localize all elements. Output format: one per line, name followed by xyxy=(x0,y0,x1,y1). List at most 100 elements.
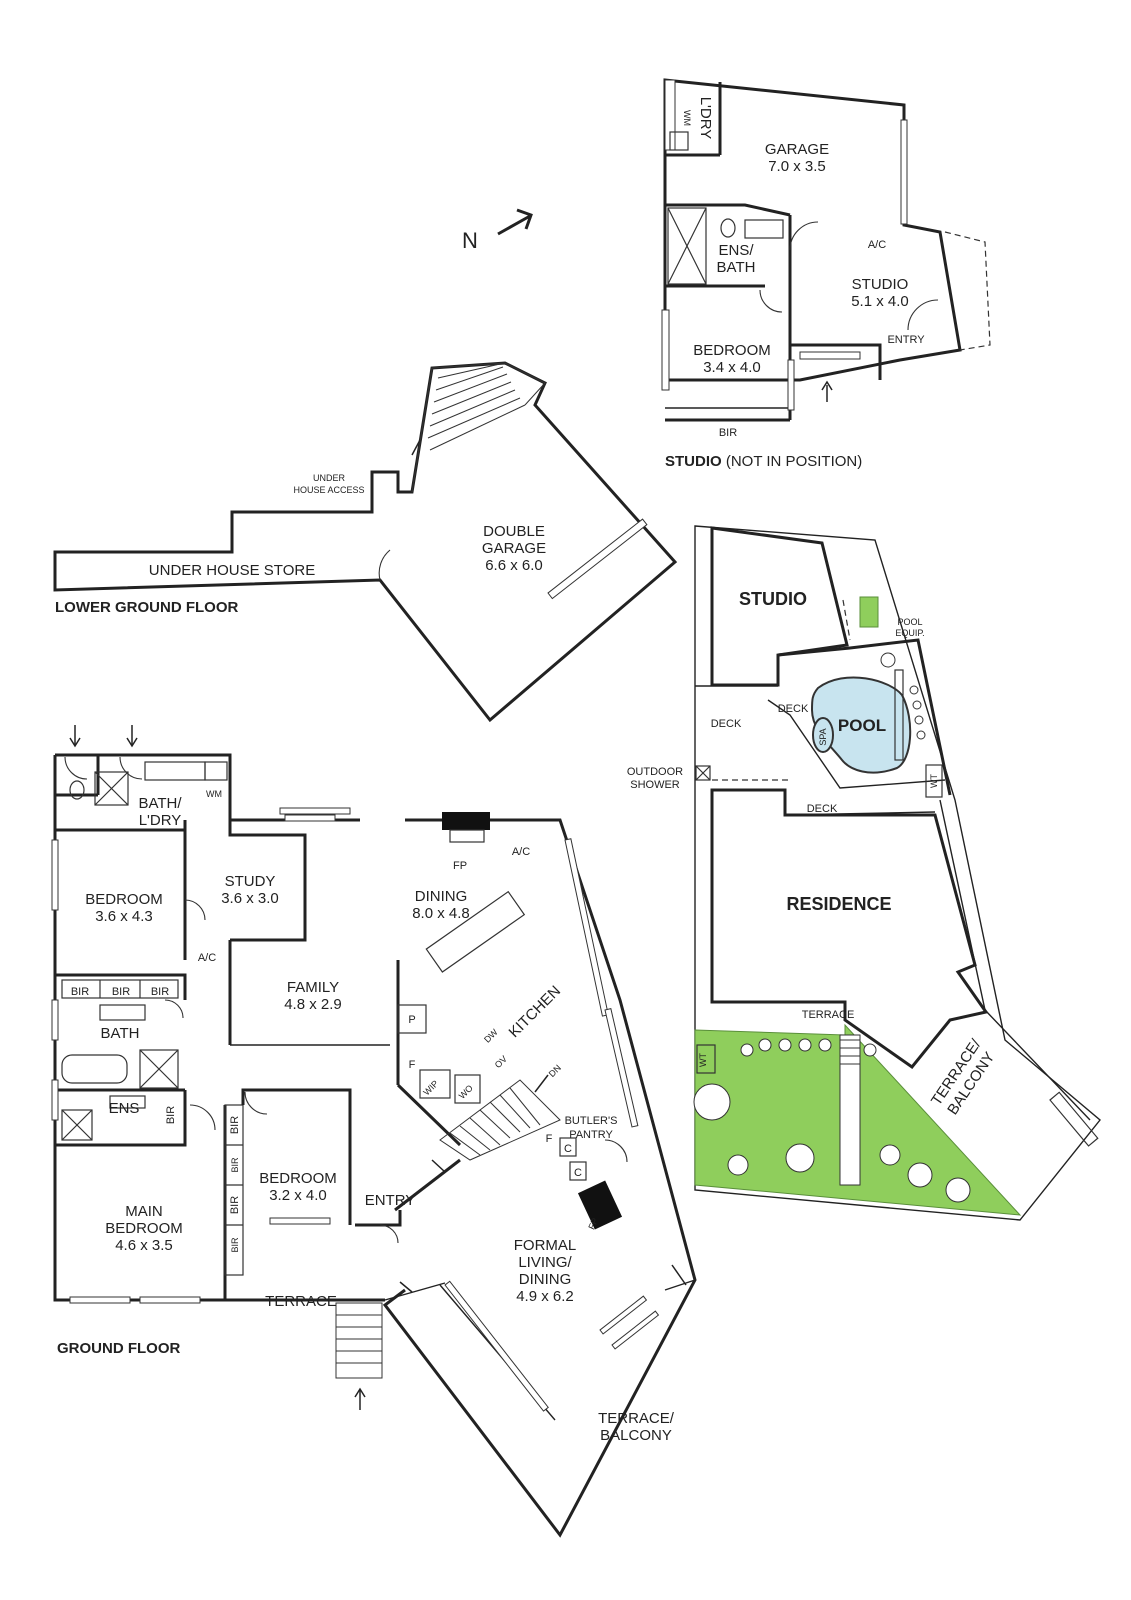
ac2-label: A/C xyxy=(512,846,530,858)
ac1-label: A/C xyxy=(198,952,216,964)
bp-c1-label: C xyxy=(564,1143,572,1155)
studio-ens-line1: ENS/ xyxy=(718,242,754,259)
terrace-balcony-line2: BALCONY xyxy=(600,1427,672,1444)
bp-f-label: F xyxy=(546,1133,553,1145)
studio-garage-name: GARAGE xyxy=(765,141,829,158)
main-bedroom-line2: BEDROOM xyxy=(105,1220,183,1237)
studio-plan: GARAGE 7.0 x 3.5 L'DRY WM ENS/ BATH A/C … xyxy=(661,78,991,470)
ground-floor-title: GROUND FLOOR xyxy=(57,1340,180,1357)
family-name: FAMILY xyxy=(287,979,339,996)
double-garage-line2: GARAGE xyxy=(482,540,546,557)
north-label: N xyxy=(462,228,478,253)
site-terrace-label: TERRACE xyxy=(802,1009,855,1021)
under-house-store-label: UNDER HOUSE STORE xyxy=(149,562,315,579)
bedroom2-dims: 3.2 x 4.0 xyxy=(269,1187,327,1204)
double-garage-line1: DOUBLE xyxy=(483,523,545,540)
bir3-label: BIR xyxy=(151,986,169,998)
bp-c2-label: C xyxy=(574,1167,582,1179)
residence-label: RESIDENCE xyxy=(786,894,891,914)
bedroom1-name: BEDROOM xyxy=(85,891,163,908)
studio-bedroom-name: BEDROOM xyxy=(693,342,771,359)
ens-label: ENS xyxy=(109,1100,140,1117)
terrace-steps xyxy=(335,1302,383,1379)
pool-equip-line1: POOL xyxy=(897,617,922,627)
lower-ground-plan: UNDER HOUSE ACCESS UNDER HOUSE STORE DOU… xyxy=(53,361,678,723)
studio-bir-label: BIR xyxy=(719,427,737,439)
ens-bir-label: BIR xyxy=(165,1106,177,1124)
bedroom2-name: BEDROOM xyxy=(259,1170,337,1187)
studio-ldry-label: L'DRY xyxy=(697,97,714,140)
north-compass: N xyxy=(462,208,533,253)
lower-stair xyxy=(411,362,546,493)
terrace-label: TERRACE xyxy=(265,1293,337,1310)
site-plan: STUDIO POOL EQUIP. DECK DECK DECK POOL S… xyxy=(627,525,1101,1221)
fp-label: FP xyxy=(453,860,467,872)
spa-label: SPA xyxy=(818,728,828,745)
deck-label-1: DECK xyxy=(778,703,809,715)
study-name: STUDY xyxy=(225,873,276,890)
ground-wm-label: WM xyxy=(206,789,222,799)
main-bedroom-line1: MAIN xyxy=(125,1203,163,1220)
dining-dims: 8.0 x 4.8 xyxy=(412,905,470,922)
studio-garage-dims: 7.0 x 3.5 xyxy=(768,158,826,175)
studio-ac-label: A/C xyxy=(868,239,886,251)
dn-label: DN xyxy=(547,1063,563,1079)
studio-plan-title-bold: STUDIO xyxy=(665,453,722,470)
studio-wm-label: WM xyxy=(682,110,692,126)
butlers-pantry-line1: BUTLER'S xyxy=(565,1115,618,1127)
outdoor-shower-line1: OUTDOOR xyxy=(627,766,683,778)
pool-label: POOL xyxy=(838,716,886,735)
bath-ldry-line2: L'DRY xyxy=(139,812,182,829)
bir1-label: BIR xyxy=(71,986,89,998)
under-house-access-line1: UNDER xyxy=(313,473,346,483)
formal-line1: FORMAL xyxy=(514,1237,577,1254)
double-garage-dims: 6.6 x 6.0 xyxy=(485,557,543,574)
mb-bir3-label: BIR xyxy=(229,1196,241,1214)
butlers-pantry-line2: PANTRY xyxy=(569,1129,613,1141)
pool-equip-line2: EQUIP. xyxy=(895,628,924,638)
site-wt-label-1: WT xyxy=(929,774,939,788)
bp-fp-label: FP xyxy=(586,1216,600,1231)
mb-bir2-label: BIR xyxy=(230,1157,240,1173)
formal-line3: DINING xyxy=(519,1271,572,1288)
dw-label: DW xyxy=(482,1027,500,1045)
study-dims: 3.6 x 3.0 xyxy=(221,890,279,907)
studio-room-name: STUDIO xyxy=(852,276,909,293)
site-residence xyxy=(710,788,989,1070)
mb-bir1-label: BIR xyxy=(229,1116,241,1134)
lower-ground-outline xyxy=(53,361,678,723)
entry-label: ENTRY xyxy=(365,1192,416,1209)
outdoor-shower-line2: SHOWER xyxy=(630,779,680,791)
wo-label: WO xyxy=(457,1083,475,1101)
bath-label: BATH xyxy=(101,1025,140,1042)
formal-dims: 4.9 x 6.2 xyxy=(516,1288,574,1305)
deck-label-3: DECK xyxy=(807,803,838,815)
ground-stair xyxy=(439,1079,561,1161)
fridge-f-label: F xyxy=(409,1059,416,1071)
dining-name: DINING xyxy=(415,888,468,905)
studio-entry-label: ENTRY xyxy=(887,334,925,346)
studio-plan-title-rest: (NOT IN POSITION) xyxy=(722,453,863,470)
spa-shape xyxy=(812,717,834,753)
studio-plan-title: STUDIO (NOT IN POSITION) xyxy=(665,453,862,470)
studio-bedroom-dims: 3.4 x 4.0 xyxy=(703,359,761,376)
under-house-access-line2: HOUSE ACCESS xyxy=(293,485,364,495)
deck-label-2: DECK xyxy=(711,718,742,730)
main-bedroom-dims: 4.6 x 3.5 xyxy=(115,1237,173,1254)
wip-label: WIP xyxy=(421,1078,440,1097)
lower-ground-title: LOWER GROUND FLOOR xyxy=(55,599,238,616)
studio-ens-line2: BATH xyxy=(717,259,756,276)
pantry-p-label: P xyxy=(408,1014,415,1026)
ground-floor-plan: BATH/ L'DRY WM STUDY 3.6 x 3.0 BEDROOM 3… xyxy=(51,725,697,1538)
site-studio-label: STUDIO xyxy=(739,589,807,609)
terrace-balcony-line1: TERRACE/ xyxy=(598,1410,675,1427)
ov-label: OV xyxy=(493,1054,509,1070)
formal-line2: LIVING/ xyxy=(518,1254,572,1271)
mb-bir4-label: BIR xyxy=(230,1237,240,1253)
kitchen-label: KITCHEN xyxy=(506,983,565,1042)
bir2-label: BIR xyxy=(112,986,130,998)
bedroom1-dims: 3.6 x 4.3 xyxy=(95,908,153,925)
pool-shape xyxy=(810,676,912,774)
studio-room-dims: 5.1 x 4.0 xyxy=(851,293,909,310)
